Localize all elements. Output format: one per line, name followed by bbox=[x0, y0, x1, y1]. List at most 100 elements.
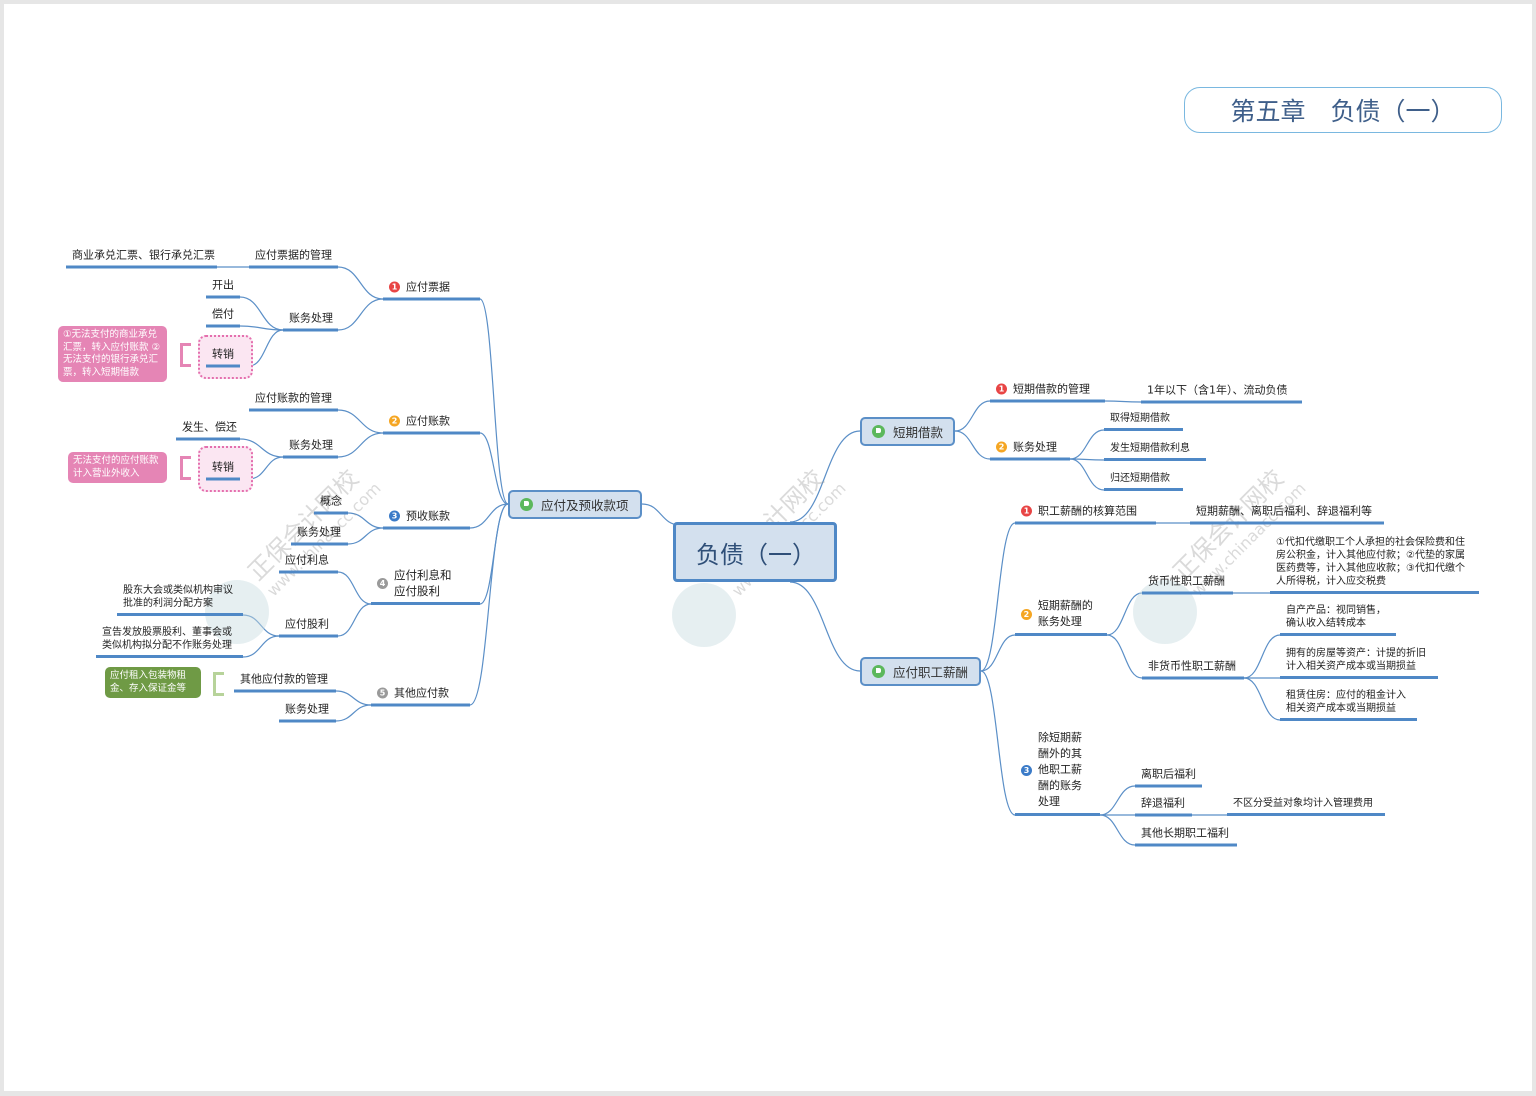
topic-label: 应付职工薪酬 bbox=[893, 665, 969, 680]
node-bill-types[interactable]: 商业承兑汇票、银行承兑汇票 bbox=[66, 249, 217, 268]
connector-line bbox=[479, 432, 509, 505]
node-loan-mgmt[interactable]: 1 短期借款的管理 bbox=[990, 382, 1105, 402]
watermark-logo bbox=[205, 580, 269, 644]
node-monetary-note[interactable]: ①代扣代缴职工个人承担的社会保险费和住房公积金，计入其他应付款；②代垫的家属医药… bbox=[1270, 536, 1479, 594]
node-concept[interactable]: 概念 bbox=[314, 495, 348, 514]
node-dividend-plan[interactable]: 股东大会或类似机构审议批准的利润分配方案 bbox=[117, 584, 243, 616]
flag-icon bbox=[872, 425, 885, 438]
connector-line bbox=[980, 522, 1016, 672]
node-nonmonetary[interactable]: 非货币性职工薪酬 bbox=[1142, 660, 1244, 679]
node-post-employment[interactable]: 离职后福利 bbox=[1135, 768, 1202, 787]
node-label: 除短期薪酬外的其他职工薪酬的账务处理 bbox=[1038, 731, 1082, 808]
topic-short-loan[interactable]: 短期借款 bbox=[860, 417, 955, 446]
node-nm-own-products[interactable]: 自产产品：视同销售，确认收入结转成本 bbox=[1280, 604, 1396, 636]
number-3-icon: 3 bbox=[1021, 764, 1032, 776]
number-1-icon: 1 bbox=[996, 383, 1007, 395]
connector-line bbox=[335, 690, 372, 706]
topic-label: 应付及预收款项 bbox=[541, 498, 629, 513]
connector-line bbox=[954, 400, 991, 432]
node-issue[interactable]: 开出 bbox=[206, 279, 240, 298]
writeoff-boundary bbox=[198, 446, 253, 492]
node-other-payables-mgmt[interactable]: 其他应付款的管理 bbox=[234, 673, 336, 692]
connector-line bbox=[239, 438, 284, 458]
node-label: 短期薪酬的账务处理 bbox=[1037, 599, 1093, 628]
connector-line bbox=[789, 581, 861, 672]
watermark-logo bbox=[672, 583, 736, 647]
node-label: 短期借款的管理 bbox=[1013, 382, 1090, 396]
connector-line bbox=[789, 430, 861, 523]
bracket-icon bbox=[180, 343, 191, 367]
node-other-long-term[interactable]: 其他长期职工福利 bbox=[1135, 827, 1237, 846]
node-loan-term[interactable]: 1年以下（含1年）、流动负债 bbox=[1141, 384, 1302, 403]
node-interest-dividends[interactable]: 4 应付利息和应付股利 bbox=[371, 567, 480, 605]
node-other-benefits[interactable]: 3 除短期薪酬外的其他职工薪酬的账务处理 bbox=[1015, 730, 1100, 816]
connector-line bbox=[337, 266, 384, 300]
node-occur-repay[interactable]: 发生、偿还 bbox=[176, 421, 240, 440]
topic-payroll[interactable]: 应付职工薪酬 bbox=[860, 657, 981, 686]
node-stock-dividend[interactable]: 宣告发放股票股利、董事会或类似机构拟分配不作账务处理 bbox=[96, 626, 243, 658]
node-loan-interest[interactable]: 发生短期借款利息 bbox=[1104, 442, 1206, 461]
number-4-icon: 4 bbox=[377, 577, 388, 589]
node-short-term-accounting[interactable]: 2 短期薪酬的账务处理 bbox=[1015, 598, 1107, 636]
connector-line bbox=[337, 298, 384, 331]
node-loan-repay[interactable]: 归还短期借款 bbox=[1104, 472, 1183, 491]
number-5-icon: 5 bbox=[377, 687, 388, 699]
number-2-icon: 2 bbox=[1021, 608, 1032, 620]
connector-line bbox=[954, 430, 991, 460]
node-scope-detail[interactable]: 短期薪酬、离职后福利、辞退福利等 bbox=[1190, 505, 1384, 524]
connector-line bbox=[239, 325, 284, 331]
node-accounts-payable[interactable]: 2 应付账款 bbox=[383, 414, 480, 434]
number-2-icon: 2 bbox=[389, 415, 400, 427]
node-dividends-payable[interactable]: 应付股利 bbox=[279, 618, 338, 637]
node-writeoff[interactable]: 转销 bbox=[206, 461, 240, 480]
watermark-logo bbox=[1133, 580, 1197, 644]
node-writeoff[interactable]: 转销 bbox=[206, 348, 240, 367]
node-notes-payable[interactable]: 1 应付票据 bbox=[383, 280, 480, 300]
node-accounting[interactable]: 账务处理 bbox=[283, 439, 338, 458]
connector-line bbox=[1069, 458, 1105, 491]
topic-payables[interactable]: 应付及预收款项 bbox=[508, 490, 642, 519]
node-pay[interactable]: 偿付 bbox=[206, 308, 240, 327]
connector-line bbox=[248, 329, 284, 367]
connector-line bbox=[469, 503, 509, 529]
flag-icon bbox=[872, 665, 885, 678]
central-topic[interactable]: 负债（一） bbox=[673, 522, 837, 582]
node-nm-housing[interactable]: 拥有的房屋等资产：计提的折旧计入相关资产成本或当期损益 bbox=[1280, 647, 1438, 679]
connector-line bbox=[980, 634, 1016, 672]
node-label: 应付票据 bbox=[406, 280, 450, 294]
connector-line bbox=[1106, 634, 1143, 679]
number-1-icon: 1 bbox=[389, 281, 400, 293]
connector-line bbox=[479, 298, 509, 505]
connector-line bbox=[980, 670, 1016, 816]
node-label: 其他应付款 bbox=[394, 686, 449, 700]
connector-line bbox=[347, 527, 384, 545]
connector-line bbox=[337, 603, 372, 637]
node-accounting[interactable]: 账务处理 bbox=[283, 312, 338, 331]
node-label: 应付账款 bbox=[406, 414, 450, 428]
node-interest-payable[interactable]: 应付利息 bbox=[279, 554, 338, 573]
connector-line bbox=[1104, 400, 1142, 403]
connector-line bbox=[1243, 677, 1281, 721]
note-other-payables: 应付租入包装物租金、存入保证金等 bbox=[105, 667, 201, 698]
connector-line bbox=[248, 456, 284, 480]
node-label: 应付利息和应付股利 bbox=[394, 568, 452, 598]
node-termination-detail[interactable]: 不区分受益对象均计入管理费用 bbox=[1227, 797, 1385, 816]
node-loan-obtain[interactable]: 取得短期借款 bbox=[1104, 412, 1183, 431]
node-accounting[interactable]: 账务处理 bbox=[279, 703, 336, 722]
node-nm-rental[interactable]: 租赁住房：应付的租金计入相关资产成本或当期损益 bbox=[1280, 689, 1417, 721]
node-monetary[interactable]: 货币性职工薪酬 bbox=[1142, 575, 1233, 594]
connector-line bbox=[335, 704, 372, 722]
node-termination[interactable]: 辞退福利 bbox=[1135, 797, 1192, 816]
node-bill-mgmt[interactable]: 应付票据的管理 bbox=[249, 249, 338, 268]
node-label: 预收账款 bbox=[406, 509, 450, 523]
node-other-payables[interactable]: 5 其他应付款 bbox=[371, 686, 470, 706]
node-accounting[interactable]: 账务处理 bbox=[291, 526, 348, 545]
bracket-icon bbox=[213, 672, 224, 696]
node-ap-mgmt[interactable]: 应付账款的管理 bbox=[249, 392, 338, 411]
connector-line bbox=[337, 409, 384, 434]
number-2-icon: 2 bbox=[996, 441, 1007, 453]
